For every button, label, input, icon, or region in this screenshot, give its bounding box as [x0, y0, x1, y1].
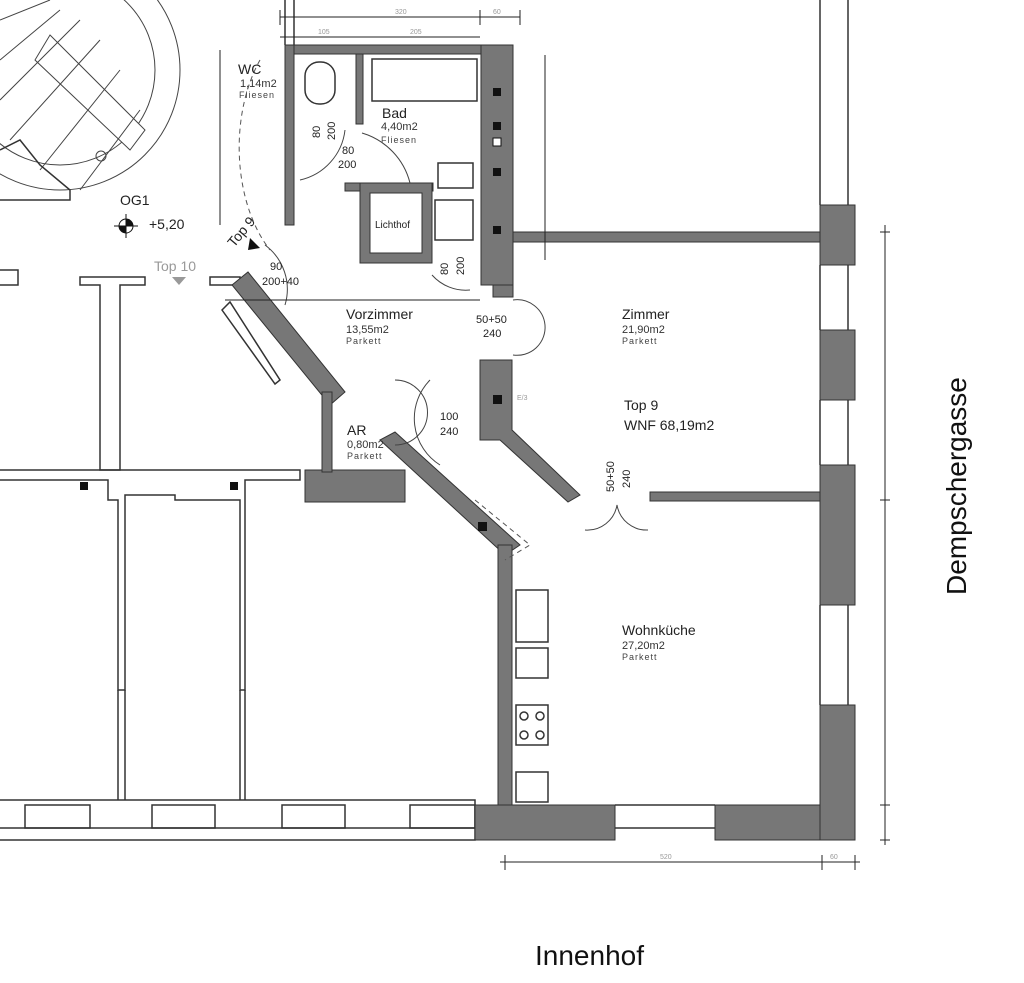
level-marker-icon [114, 214, 138, 238]
svg-text:WNF 68,19m2: WNF 68,19m2 [624, 417, 714, 433]
svg-text:240: 240 [440, 426, 458, 438]
unit-neighbor-label: Top 10 [154, 258, 196, 274]
svg-text:4,40m2: 4,40m2 [381, 121, 418, 133]
svg-text:50+50: 50+50 [476, 314, 507, 326]
svg-text:50+50: 50+50 [605, 461, 617, 492]
fridge-icon [515, 589, 549, 643]
stove-icon [515, 704, 549, 746]
staircase [0, 0, 181, 201]
svg-text:AR: AR [347, 422, 366, 438]
svg-text:Top 9: Top 9 [624, 397, 658, 413]
svg-text:200+40: 200+40 [262, 276, 299, 288]
svg-text:WC: WC [238, 61, 261, 77]
door-swings [225, 59, 649, 561]
svg-text:60: 60 [493, 9, 501, 16]
svg-text:27,20m2: 27,20m2 [622, 640, 665, 652]
svg-text:Parkett: Parkett [622, 652, 658, 662]
door-labels: 80 200 80 200 80 200 90 200+40 50+50 240… [262, 122, 633, 492]
room-wohnkueche: Wohnküche 27,20m2 Parkett [622, 622, 696, 662]
unit-summary: Top 9 WNF 68,19m2 [624, 397, 714, 433]
room-wc: WC 1,14m2 Fliesen [238, 61, 277, 100]
level-label: OG1 [120, 192, 150, 208]
washer-icon [434, 199, 474, 241]
fixtures [304, 58, 549, 803]
svg-text:90: 90 [270, 261, 282, 273]
svg-text:200: 200 [455, 257, 467, 275]
room-vorzimmer: Vorzimmer 13,55m2 Parkett [346, 306, 413, 346]
svg-text:13,55m2: 13,55m2 [346, 324, 389, 336]
svg-text:Vorzimmer: Vorzimmer [346, 306, 413, 322]
svg-text:80: 80 [439, 263, 451, 275]
svg-text:Wohnküche: Wohnküche [622, 622, 696, 638]
street-bottom: Innenhof [535, 940, 644, 971]
room-bad: Bad 4,40m2 Fliesen [381, 105, 418, 145]
svg-text:205: 205 [410, 29, 422, 36]
room-ar: AR 0,80m2 Parkett [347, 422, 384, 461]
svg-text:1,14m2: 1,14m2 [240, 78, 277, 90]
level-elevation: +5,20 [149, 216, 185, 232]
shaft-label: E/3 [517, 395, 528, 402]
svg-text:100: 100 [440, 411, 458, 423]
svg-text:Bad: Bad [382, 105, 407, 121]
sink-icon [437, 162, 474, 189]
svg-text:200: 200 [326, 122, 338, 140]
svg-text:80: 80 [311, 126, 323, 138]
walls [221, 0, 856, 841]
svg-text:200: 200 [338, 159, 356, 171]
kitchen-sink-icon [515, 771, 549, 803]
down-arrow-icon [172, 277, 186, 285]
toilet-icon [304, 61, 336, 105]
dishwasher-icon [515, 647, 549, 679]
svg-text:Parkett: Parkett [347, 451, 383, 461]
street-right: Dempschergasse [941, 377, 972, 595]
svg-text:520: 520 [660, 854, 672, 861]
svg-text:240: 240 [483, 328, 501, 340]
entry-arrow-icon [248, 238, 260, 250]
neighbor-walls [0, 269, 476, 841]
svg-text:Parkett: Parkett [622, 336, 658, 346]
svg-text:105: 105 [318, 29, 330, 36]
svg-text:80: 80 [342, 145, 354, 157]
svg-text:Parkett: Parkett [346, 336, 382, 346]
svg-text:Fliesen: Fliesen [381, 135, 417, 145]
svg-text:240: 240 [621, 470, 633, 488]
dimension-lines: 320 60 105 205 520 60 [219, 9, 890, 870]
svg-text:Zimmer: Zimmer [622, 306, 670, 322]
svg-text:0,80m2: 0,80m2 [347, 439, 384, 451]
svg-text:320: 320 [395, 9, 407, 16]
svg-text:Fliesen: Fliesen [239, 90, 275, 100]
svg-text:60: 60 [830, 854, 838, 861]
room-zimmer: Zimmer 21,90m2 Parkett [622, 306, 670, 346]
room-lichthof: Lichthof [375, 220, 410, 231]
svg-text:21,90m2: 21,90m2 [622, 324, 665, 336]
